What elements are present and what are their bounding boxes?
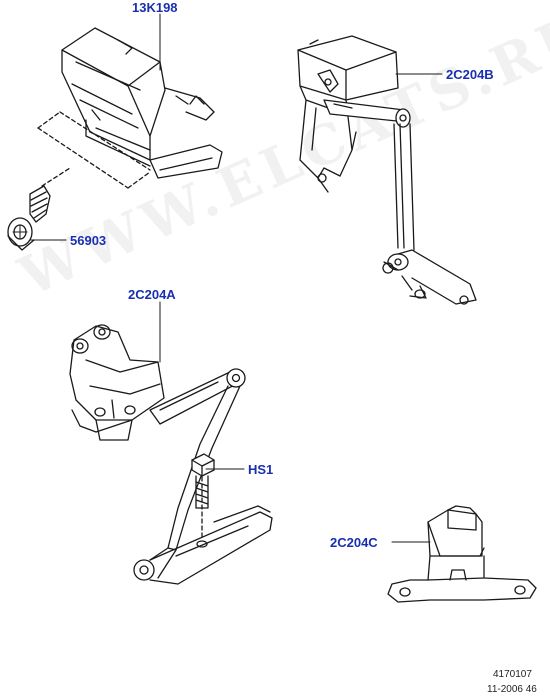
sensor-13k198-drawing xyxy=(37,27,223,189)
label-56903[interactable]: 56903 xyxy=(70,233,107,248)
sensor-2c204a-drawing xyxy=(69,324,273,585)
bolt-hs1-drawing xyxy=(191,453,215,509)
sensor-2c204c-drawing xyxy=(387,505,537,603)
label-2c204b[interactable]: 2C204B xyxy=(446,67,494,82)
label-13k198[interactable]: 13K198 xyxy=(132,0,178,15)
screw-56903-drawing xyxy=(7,185,51,251)
label-2c204a[interactable]: 2C204A xyxy=(128,287,176,302)
sensor-2c204b-drawing xyxy=(297,35,477,305)
label-hs1[interactable]: HS1 xyxy=(248,462,274,477)
drawing-number: 4170107 xyxy=(493,669,532,680)
leader-lines xyxy=(29,13,443,543)
label-2c204c[interactable]: 2C204C xyxy=(330,535,378,550)
date-code: 11-2006 46 xyxy=(487,684,537,695)
